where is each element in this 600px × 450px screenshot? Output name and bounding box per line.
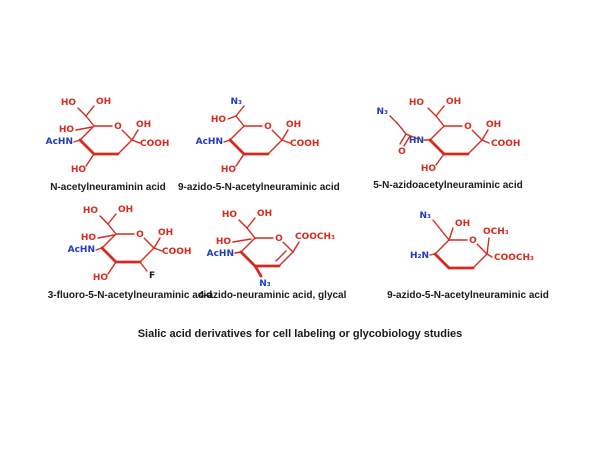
molecule-2: N₃ HO AcHN HO O OH COOH 9-azido-5-N-acet… <box>178 92 340 193</box>
molecule-2-structure: N₃ HO AcHN HO O OH COOH <box>196 97 320 175</box>
label-ho-bottom: HO <box>71 165 87 175</box>
label-ho-top: HO <box>61 98 77 108</box>
label-f: F <box>149 271 155 281</box>
ring-o-mask <box>273 232 285 244</box>
label-ring-o: O <box>136 230 144 240</box>
label-oh-anomeric: OH <box>286 120 301 130</box>
label-ho-top: HO <box>83 206 99 216</box>
label-ho-left: HO <box>59 125 75 135</box>
label-h2n: H₂N <box>410 251 429 261</box>
label-ring-o: O <box>275 234 283 244</box>
label-ho-top: HO <box>409 98 425 108</box>
label-ho-bottom: HO <box>421 164 437 174</box>
ring-o-mask <box>262 120 274 132</box>
label-ho-bottom: HO <box>93 273 109 283</box>
molecule-1-caption: N-acetylneuraminin acid <box>50 182 166 193</box>
molecule-1-bonds <box>73 105 141 167</box>
label-ho-top: HO <box>222 210 238 220</box>
label-ring-o: O <box>469 236 477 246</box>
label-n3-top: N₃ <box>231 97 243 107</box>
molecule-5-structure: HO OH HO AcHN N₃ O COOCH₃ <box>207 209 335 288</box>
label-achn: AcHN <box>196 137 223 147</box>
label-carbonyl-o: O <box>398 147 406 157</box>
label-ring-o: O <box>464 122 472 132</box>
label-cooh: COOH <box>140 139 169 149</box>
molecule-4-caption: 3-fluoro-5-N-acetylneuraminic acid <box>47 290 213 301</box>
label-achn: AcHN <box>68 245 95 255</box>
label-ring-o: O <box>264 122 272 132</box>
label-oh-top: OH <box>257 209 272 219</box>
label-oh-anomeric: OH <box>136 120 151 130</box>
figure-caption: Sialic acid derivatives for cell labelin… <box>137 328 463 340</box>
molecule-4-bonds <box>95 213 163 275</box>
molecule-3-caption: 5-N-azidoacetylneuraminic acid <box>373 180 523 191</box>
label-coome: COOCH₃ <box>494 253 534 263</box>
ring-o-mask <box>112 120 124 132</box>
molecule-6: N₃ OH OCH₃ H₂N O COOCH₃ 9-azido-5-N-acet… <box>378 200 558 301</box>
label-oh-top: OH <box>455 219 470 229</box>
label-cooh: COOH <box>491 139 520 149</box>
label-n3-bottom: N₃ <box>259 279 271 288</box>
label-hn: HN <box>409 136 424 146</box>
molecule-1-structure: HO OH HO AcHN HO O OH COOH <box>46 97 170 175</box>
label-oh-top: OH <box>96 97 111 107</box>
molecule-1: HO OH HO AcHN HO O OH COOH N-acetylneura… <box>28 92 188 193</box>
label-cooh: COOH <box>290 139 319 149</box>
label-ho-bottom: HO <box>221 165 237 175</box>
label-oh-top: OH <box>446 97 461 107</box>
label-ho-chain: HO <box>211 115 227 125</box>
label-ome: OCH₃ <box>483 227 509 237</box>
molecule-5-bonds <box>232 217 300 278</box>
label-n3-top: N₃ <box>420 211 432 221</box>
label-oh-top: OH <box>118 205 133 215</box>
molecule-3: N₃ O HN HO OH HO O OH COOH 5-N-azidoacet… <box>348 90 548 191</box>
molecule-2-caption: 9-azido-5-N-acetylneuraminic acid <box>178 182 340 193</box>
molecule-5: HO OH HO AcHN N₃ O COOCH₃ 4-azido-neuram… <box>185 200 360 301</box>
label-ring-o: O <box>114 122 122 132</box>
molecule-6-caption: 9-azido-5-N-acetylneuraminic acid <box>387 290 549 301</box>
ring-o-mask <box>134 228 146 240</box>
label-cooh: COOH <box>162 247 191 257</box>
molecule-6-structure: N₃ OH OCH₃ H₂N O COOCH₃ <box>410 211 534 270</box>
label-ho-left: HO <box>216 237 232 247</box>
molecule-5-caption: 4-azido-neuraminic acid, glycal <box>198 290 347 301</box>
molecule-3-structure: N₃ O HN HO OH HO O OH COOH <box>377 97 521 174</box>
label-oh-anomeric: OH <box>486 120 501 130</box>
label-ho-left: HO <box>81 233 97 243</box>
label-achn: AcHN <box>46 137 73 147</box>
molecule-6-bonds <box>429 219 493 270</box>
molecule-4-structure: HO OH HO AcHN HO O OH COOH F <box>68 205 192 283</box>
molecule-2-bonds <box>223 105 291 167</box>
label-n3: N₃ <box>377 107 389 117</box>
ring-o-mask <box>467 234 479 246</box>
molecule-4: HO OH HO AcHN HO O OH COOH F 3-fluoro-5-… <box>40 200 220 301</box>
label-oh-anomeric: OH <box>158 228 173 238</box>
ring-o-mask <box>462 120 474 132</box>
label-achn: AcHN <box>207 249 234 259</box>
label-coome: COOCH₃ <box>295 232 335 242</box>
